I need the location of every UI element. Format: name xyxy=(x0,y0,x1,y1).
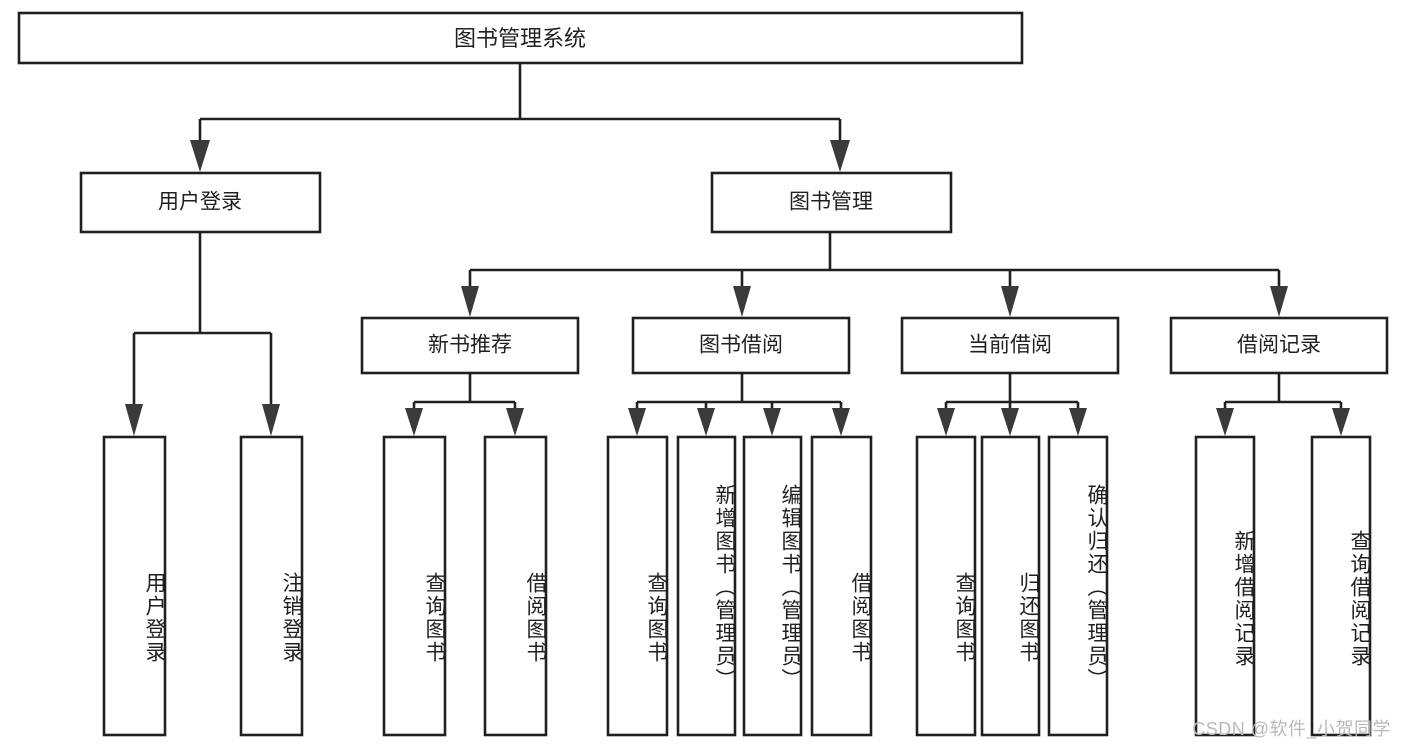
node-new-book-recommend-label: 新书推荐 xyxy=(428,334,512,357)
node-user-login-box xyxy=(79,171,322,234)
connector-book-manage-to-level2 xyxy=(461,233,1288,317)
node-leaf-add-record-box[interactable] xyxy=(1194,435,1256,737)
node-leaf-query-record-box[interactable] xyxy=(1310,435,1372,737)
node-book-borrow[interactable]: 图书借阅 xyxy=(631,316,851,375)
node-current-borrow-box xyxy=(900,316,1120,375)
node-leaf-query-book-borrow-box[interactable] xyxy=(606,435,669,737)
node-user-login[interactable]: 用户登录 xyxy=(79,171,322,234)
node-leaf-query-book-recommend-box[interactable] xyxy=(382,435,447,737)
node-borrow-record-box xyxy=(1169,316,1389,375)
node-leaf-query-book-current-box[interactable] xyxy=(915,435,977,737)
node-leaf-borrow-book-box[interactable] xyxy=(810,435,873,737)
node-book-borrow-label: 图书借阅 xyxy=(699,334,783,357)
node-leaf-user-login-box[interactable] xyxy=(102,435,167,737)
node-root-system-box xyxy=(17,11,1024,65)
node-leaf-borrow-book-recommend-box[interactable] xyxy=(483,435,548,737)
node-current-borrow-label: 当前借阅 xyxy=(968,334,1052,357)
connector-book-borrow-to-leaves xyxy=(628,374,850,436)
node-new-book-recommend-box xyxy=(360,316,580,375)
node-new-book-recommend[interactable]: 新书推荐 xyxy=(360,316,580,375)
connector-borrow-record-to-leaves xyxy=(1216,374,1350,436)
node-book-management-box xyxy=(710,171,953,234)
watermark-text: CSDN @软件_小贺同学 xyxy=(1192,719,1391,739)
connector-new-book-to-leaves xyxy=(405,374,524,436)
node-root-system[interactable]: 图书管理系统 xyxy=(17,11,1024,65)
node-current-borrow[interactable]: 当前借阅 xyxy=(900,316,1120,375)
node-leaf-confirm-return-box[interactable] xyxy=(1047,435,1109,737)
node-root-system-label: 图书管理系统 xyxy=(454,26,586,51)
node-borrow-record[interactable]: 借阅记录 xyxy=(1169,316,1389,375)
node-book-management-label: 图书管理 xyxy=(789,191,873,214)
node-leaf-logout-box[interactable] xyxy=(239,435,304,737)
node-leaf-return-book-box[interactable] xyxy=(980,435,1041,737)
node-leaf-add-book-box[interactable] xyxy=(676,435,737,737)
node-leaf-edit-book-box[interactable] xyxy=(742,435,803,737)
node-user-login-label: 用户登录 xyxy=(158,191,242,214)
node-borrow-record-label: 借阅记录 xyxy=(1237,334,1321,357)
connector-current-borrow-to-leaves xyxy=(937,374,1087,436)
node-book-management[interactable]: 图书管理 xyxy=(710,171,953,234)
node-book-borrow-box xyxy=(631,316,851,375)
connector-user-login-to-leaves xyxy=(125,233,280,436)
connector-root-to-level1 xyxy=(190,63,850,172)
